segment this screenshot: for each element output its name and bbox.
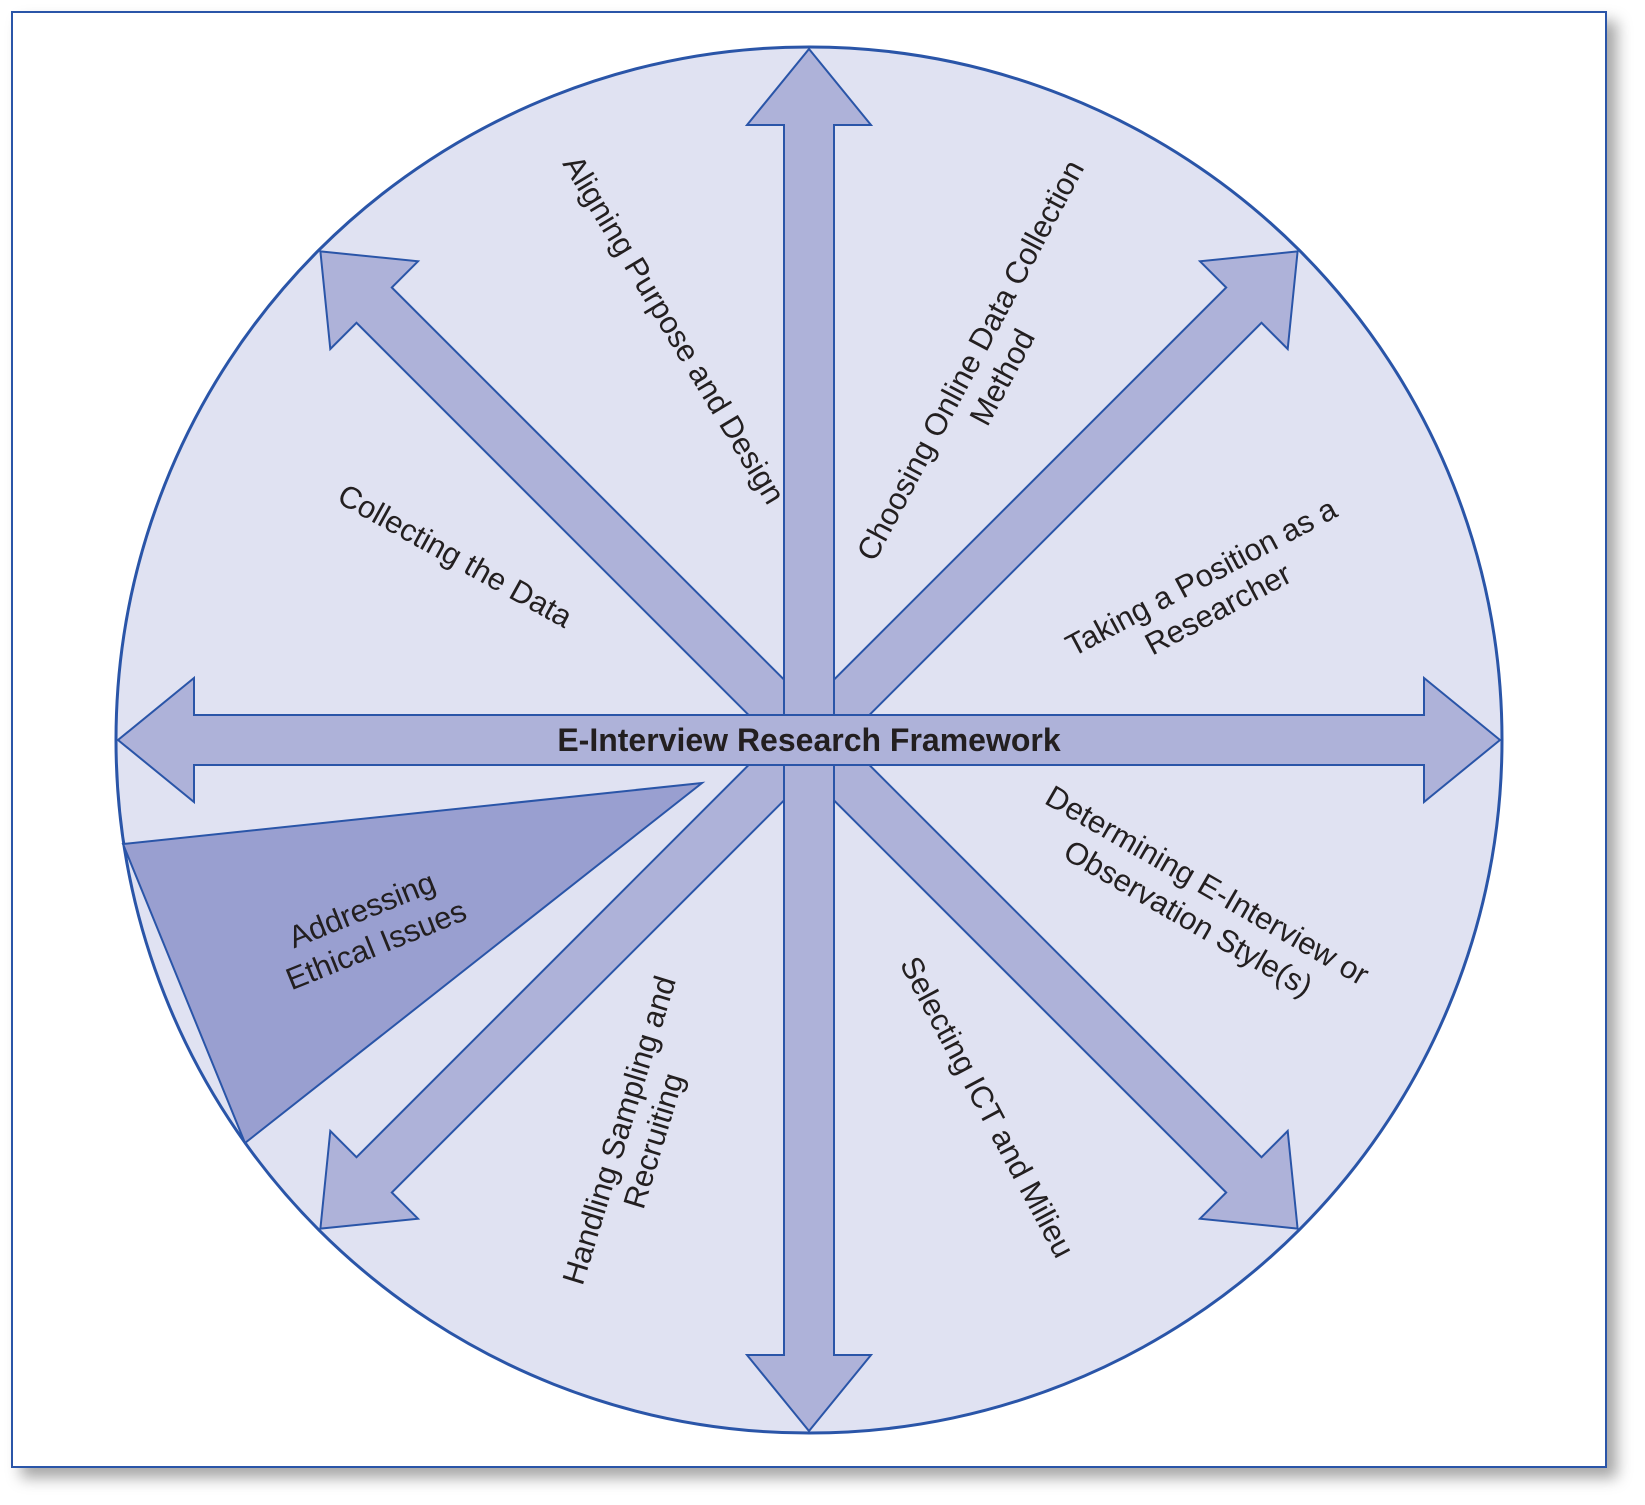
arrow-down-left-icon xyxy=(319,720,829,1230)
arrow-up-left-icon xyxy=(319,250,829,760)
arrow-down-right-icon xyxy=(789,720,1299,1230)
title-band xyxy=(196,715,1422,765)
framework-title: E-Interview Research Framework xyxy=(557,722,1061,758)
arrow-up-right-icon xyxy=(789,250,1299,760)
arrow-up-icon xyxy=(744,47,874,741)
arrow-down-icon xyxy=(744,739,874,1433)
highlighted-segment-wedge xyxy=(121,781,706,1145)
